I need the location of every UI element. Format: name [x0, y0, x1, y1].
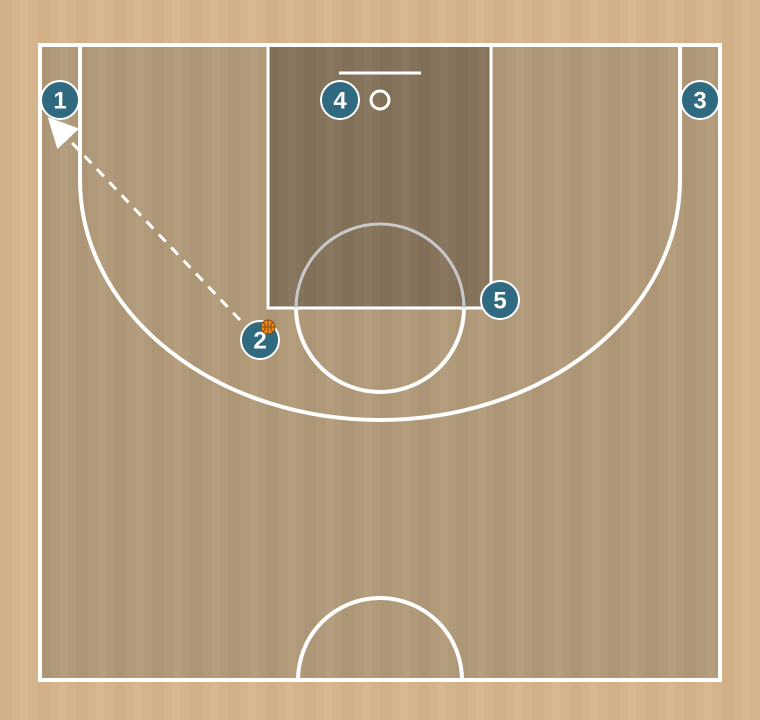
player-5-label: 5	[493, 288, 506, 315]
player-1[interactable]: 1	[40, 80, 80, 120]
player-3[interactable]: 3	[680, 80, 720, 120]
paint-area	[268, 45, 491, 308]
three-point-line	[78, 45, 682, 422]
hoop	[369, 89, 391, 111]
free-throw-circle-bottom	[294, 307, 466, 394]
center-circle	[296, 596, 464, 681]
pass-line	[47, 117, 242, 322]
lane-lines	[266, 43, 493, 310]
basketball-icon	[260, 319, 276, 335]
player-5[interactable]: 5	[480, 280, 520, 320]
free-throw-circle-top	[294, 222, 466, 309]
player-4-label: 4	[333, 88, 347, 115]
player-4[interactable]: 4	[320, 80, 360, 120]
player-3-label: 3	[693, 88, 706, 115]
player-1-label: 1	[53, 88, 66, 115]
player-2-label: 2	[253, 328, 266, 355]
